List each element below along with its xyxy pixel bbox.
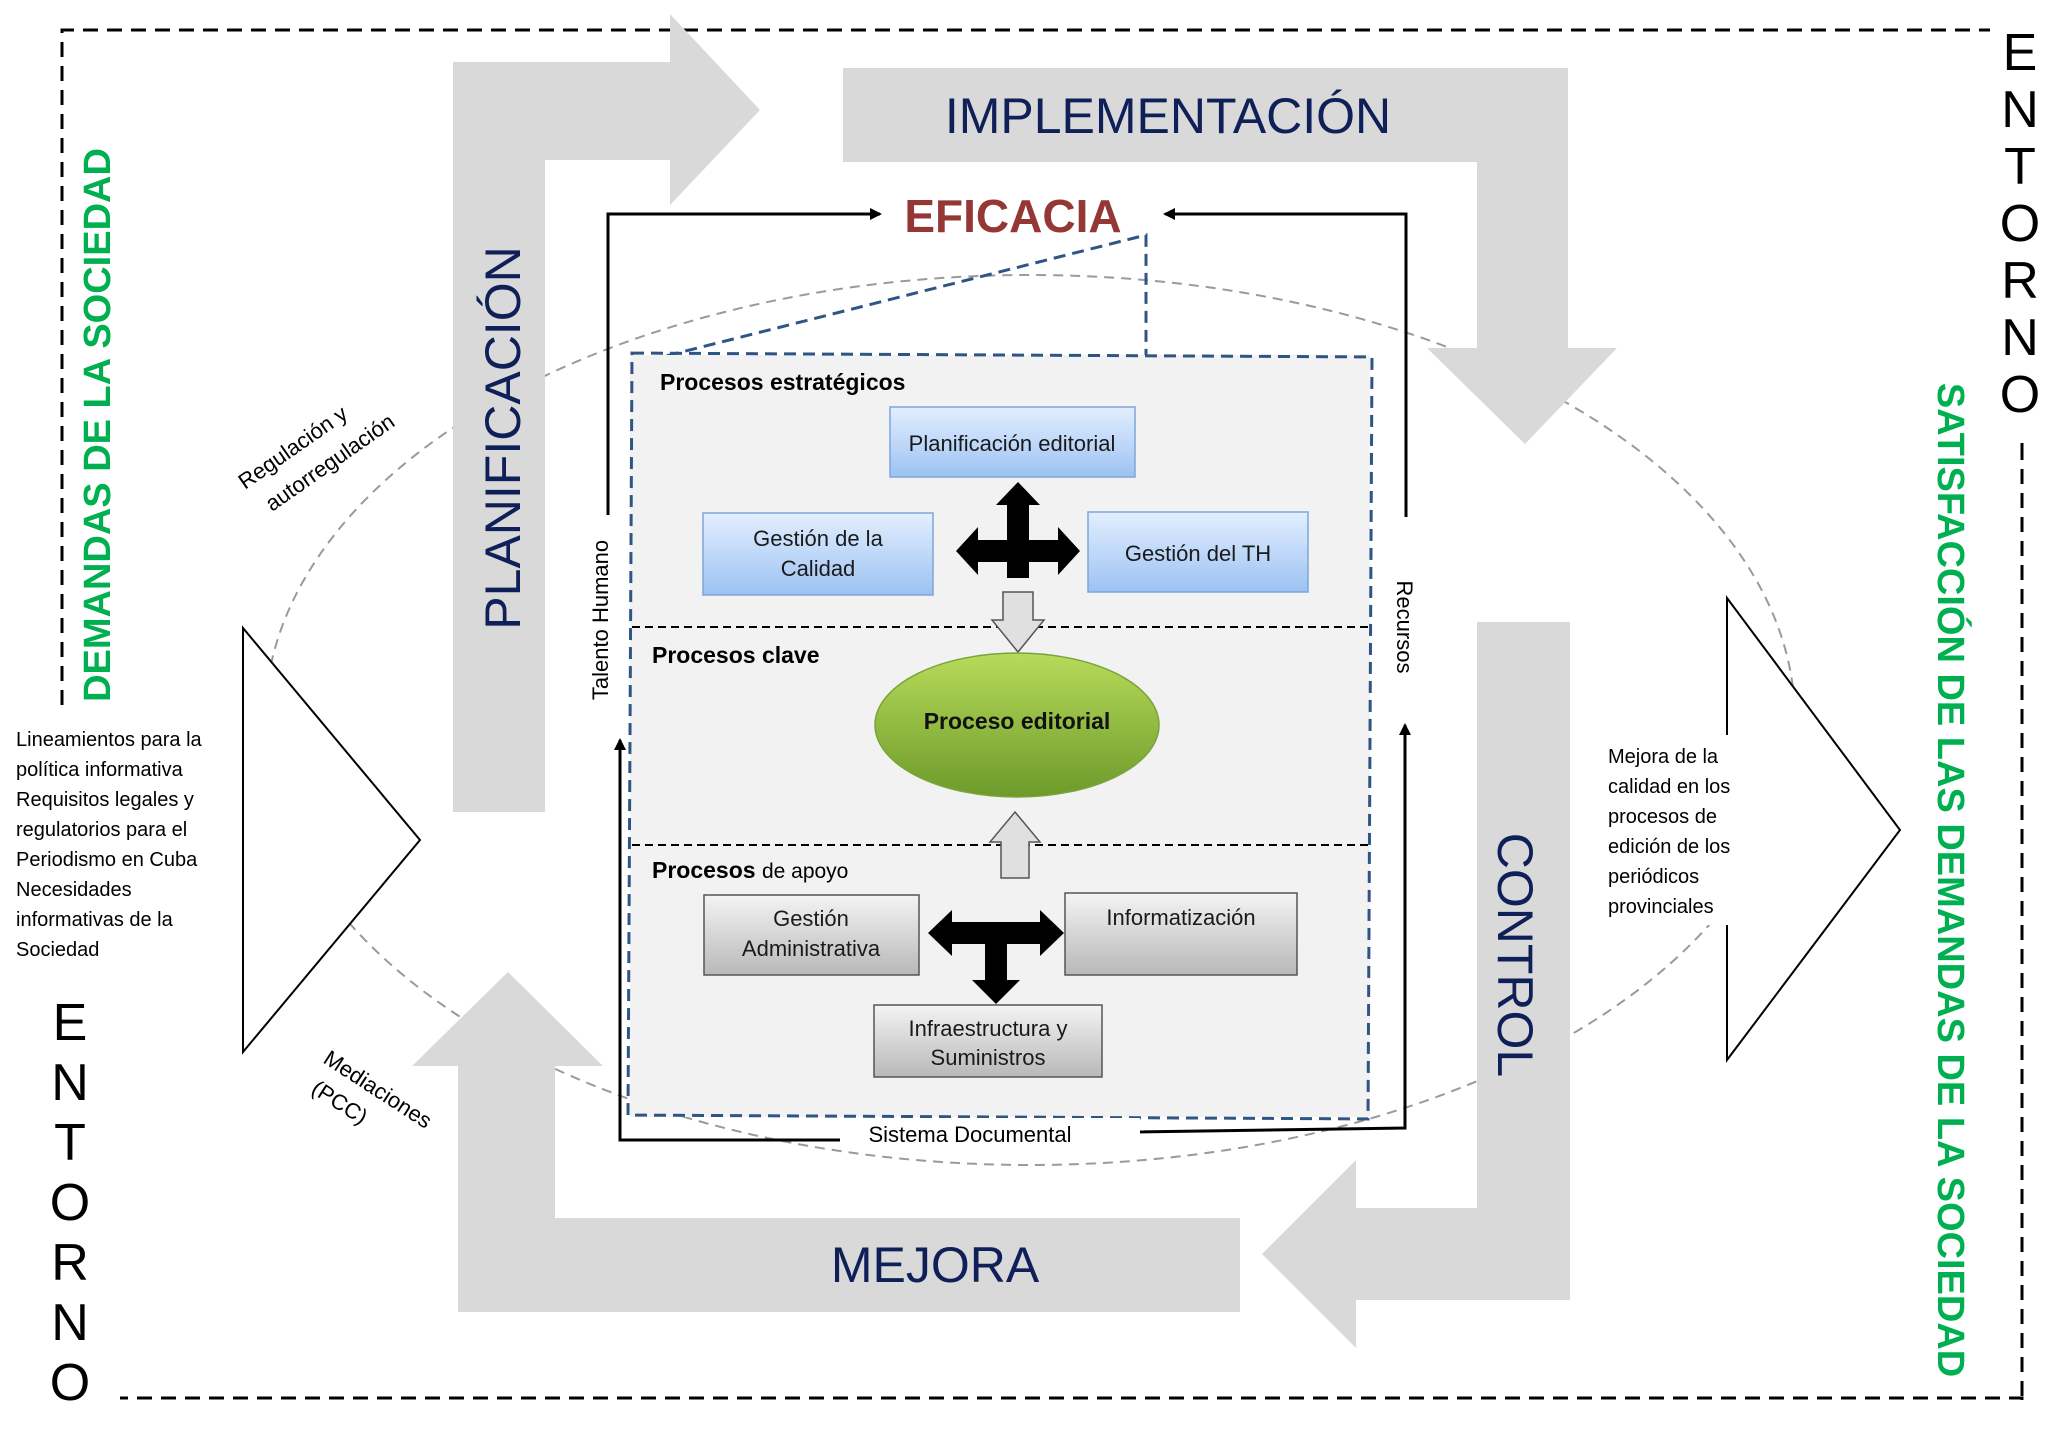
box-infraestructura-line1: Infraestructura y [909,1016,1068,1041]
planificacion-arrow [453,14,760,812]
satisfaccion-demandas-title: SATISFACCIÓN DE LAS DEMANDAS DE LA SOCIE… [1929,383,1973,1377]
box-gestion-administrativa-line1: Gestión [773,906,849,931]
section-apoyo-title-regular: de apoyo [762,860,848,883]
input-line-7: informativas de la [16,909,174,931]
section-clave-title: Procesos clave [652,642,820,668]
input-line-5: Periodismo en Cuba [16,849,198,871]
box-gestion-calidad [702,512,934,596]
input-text-bg [10,718,220,962]
control-arrow [1262,622,1570,1348]
strategic-connector-arrow [956,482,1080,578]
entorno-bottom-left: E N T O R N O [36,990,106,1428]
entorno-tr-5: N [2001,309,2039,367]
entorno-bl-1: N [51,1054,89,1112]
section-apoyo-title-bold: Procesos [652,857,762,883]
input-line-6: Necesidades [16,879,132,901]
entorno-bl-0: E [53,994,88,1052]
entorno-bl-2: T [54,1114,86,1172]
process-container-frame [629,233,1148,367]
box-informatizacion-label: Informatización [1106,905,1255,930]
sistema-documental-bg [840,1118,1140,1150]
input-line-3: Requisitos legales y [16,789,194,811]
implementacion-arrow [843,68,1617,444]
eficacia-label: EFICACIA [904,190,1121,242]
output-chevron [1726,594,1902,1063]
box-gestion-th [1087,511,1309,593]
entorno-top-right: E N T O R N O [1990,20,2056,438]
entorno-tr-0: E [2003,24,2038,82]
entorno-tr-4: R [2001,252,2039,310]
support-connector-arrow [928,910,1064,1004]
section-estrategicos-title: Procesos estratégicos [660,369,905,395]
sistema-to-talento-line [614,738,840,1142]
box-planificacion-editorial-label: Planificación editorial [909,431,1116,456]
box-infraestructura [873,1004,1103,1078]
process-container-border [626,351,1374,1121]
stage-control: CONTROL [1487,833,1543,1077]
output-text-bg [1600,735,1740,925]
box-gestion-administrativa-line2: Administrativa [742,936,881,961]
recursos-to-eficacia-line [1163,208,1408,517]
recursos-label: Recursos [1392,581,1417,674]
down-arrow-to-clave [990,591,1046,654]
entorno-bl-3: O [50,1174,90,1232]
stage-mejora: MEJORA [831,1237,1040,1293]
section-apoyo-title: Procesos de apoyo [652,857,848,883]
box-gestion-th-label: Gestión del TH [1125,541,1271,566]
entorno-bl-6: O [50,1354,90,1412]
demandas-sociedad-title: DEMANDAS DE LA SOCIEDAD [77,148,119,702]
input-line-8: Sociedad [16,939,99,961]
proceso-editorial-label: Proceso editorial [924,708,1111,734]
input-line-2: política informativa [16,759,184,781]
output-line-3: procesos de [1608,806,1717,828]
input-line-1: Lineamientos para la [16,729,203,751]
proceso-editorial-node [874,652,1160,798]
mejora-arrow [412,972,1240,1312]
stage-planificacion: PLANIFICACIÓN [475,246,531,629]
box-gestion-calidad-line1: Gestión de la [753,526,883,551]
entorno-bottom-left-bg [36,990,106,1428]
output-line-6: provinciales [1608,896,1714,918]
up-arrow-from-apoyo [988,810,1042,879]
entorno-tr-6: O [2000,366,2040,424]
entorno-top-right-bg [1990,20,2056,438]
entorno-bl-4: R [51,1234,89,1292]
output-line-4: edición de los [1608,836,1730,858]
talento-to-eficacia-line [606,208,882,515]
box-planificacion-editorial [889,406,1136,478]
input-line-4: regulatorios para el [16,819,187,841]
talento-humano-label: Talento Humano [588,540,613,700]
sistema-to-recursos-line [1134,723,1411,1134]
output-line-1: Mejora de la [1608,746,1719,768]
input-chevron [242,625,422,1055]
box-gestion-administrativa [703,894,920,976]
entorno-tr-1: N [2001,81,2039,139]
output-line-5: periódicos [1608,866,1699,888]
output-line-2: calidad en los [1608,776,1730,798]
entorno-tr-3: O [2000,195,2040,253]
sistema-documental-label: Sistema Documental [869,1122,1072,1147]
entorno-tr-2: T [2004,138,2036,196]
box-infraestructura-line2: Suministros [931,1045,1046,1070]
stage-implementacion: IMPLEMENTACIÓN [945,88,1391,144]
inputs-text: Lineamientos para la política informativ… [16,729,203,961]
box-gestion-calidad-line2: Calidad [781,556,856,581]
entorno-bl-5: N [51,1294,89,1352]
outputs-text: Mejora de la calidad en los procesos de … [1608,746,1730,918]
box-informatizacion [1064,892,1298,976]
